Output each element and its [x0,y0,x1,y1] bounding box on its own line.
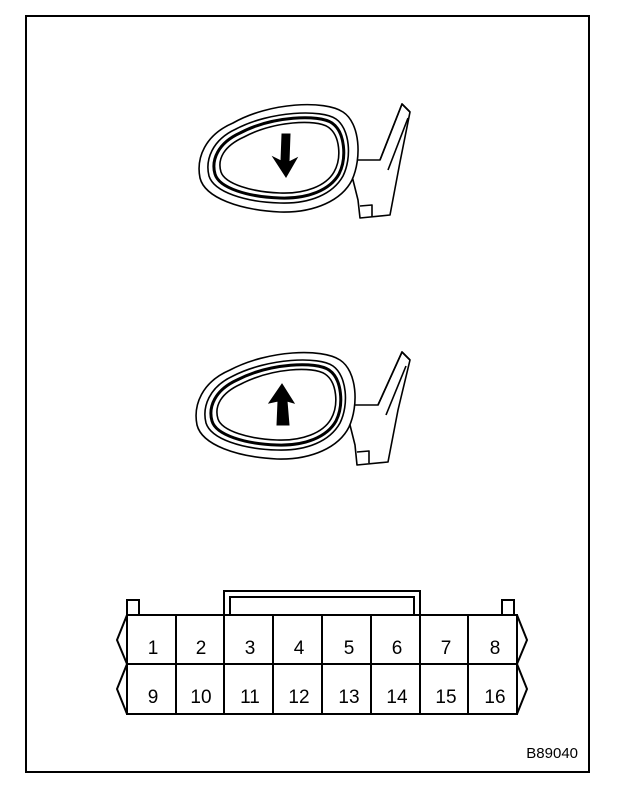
arrow-down-icon [271,133,299,178]
arrow-up-icon [267,383,296,426]
pin-8-label: 8 [490,638,501,659]
outside-mirror-upper [198,103,411,219]
pin-2-label: 2 [196,638,207,659]
connector-pin-labels: 1 2 3 4 5 6 7 8 9 10 11 12 13 14 15 16 [148,638,506,708]
pin-15-label: 15 [435,687,456,708]
figure-frame [25,15,590,773]
pin-10-label: 10 [190,687,211,708]
pin-11-label: 11 [240,687,260,708]
pin-4-label: 4 [294,638,305,659]
pin-9-label: 9 [148,687,159,708]
pin-1-label: 1 [148,638,159,659]
pin-13-label: 13 [338,687,359,708]
pin-7-label: 7 [441,638,452,659]
reference-code: B89040 [526,745,578,762]
connector-16-pin [115,590,529,715]
pin-6-label: 6 [392,638,403,659]
pin-12-label: 12 [288,687,309,708]
pin-14-label: 14 [386,687,408,708]
pin-3-label: 3 [245,638,256,659]
pin-16-label: 16 [484,687,505,708]
pin-5-label: 5 [344,638,355,659]
outside-mirror-lower [195,351,411,466]
